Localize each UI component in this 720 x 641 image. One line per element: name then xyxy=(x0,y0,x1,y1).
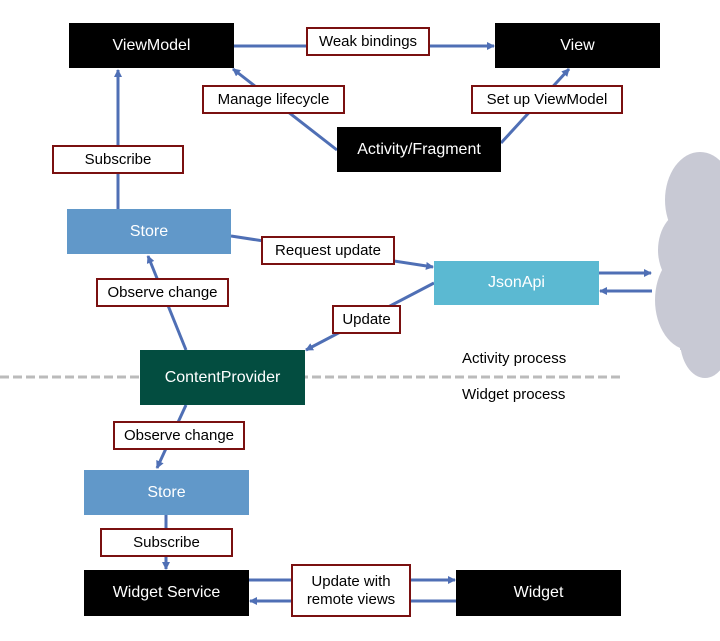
content-provider-node: ContentProvider xyxy=(140,350,305,405)
label-request-update: Request update xyxy=(261,236,395,265)
label-subscribe-widget: Subscribe xyxy=(100,528,233,557)
store-node-widget: Store xyxy=(84,470,249,515)
cloud-icon xyxy=(655,152,720,378)
viewmodel-node: ViewModel xyxy=(69,23,234,68)
widget-process-label: Widget process xyxy=(462,386,566,403)
label-subscribe-activity: Subscribe xyxy=(52,145,184,174)
activity-process-label: Activity process xyxy=(462,350,567,367)
label-observe-change-widget: Observe change xyxy=(113,421,245,450)
label-update-remote-views: Update with remote views xyxy=(291,564,411,617)
label-set-up-viewmodel: Set up ViewModel xyxy=(471,85,623,114)
jsonapi-node: JsonApi xyxy=(434,261,599,305)
view-node: View xyxy=(495,23,660,68)
widget-service-node: Widget Service xyxy=(84,570,249,616)
label-weak-bindings: Weak bindings xyxy=(306,27,430,56)
label-update-remote-views-line2: remote views xyxy=(306,590,396,608)
label-update: Update xyxy=(332,305,401,334)
widget-node: Widget xyxy=(456,570,621,616)
label-update-remote-views-line1: Update with xyxy=(311,572,391,590)
label-manage-lifecycle: Manage lifecycle xyxy=(202,85,345,114)
store-node-activity: Store xyxy=(67,209,231,254)
activity-fragment-node: Activity/Fragment xyxy=(337,127,501,172)
label-observe-change-activity: Observe change xyxy=(96,278,229,307)
